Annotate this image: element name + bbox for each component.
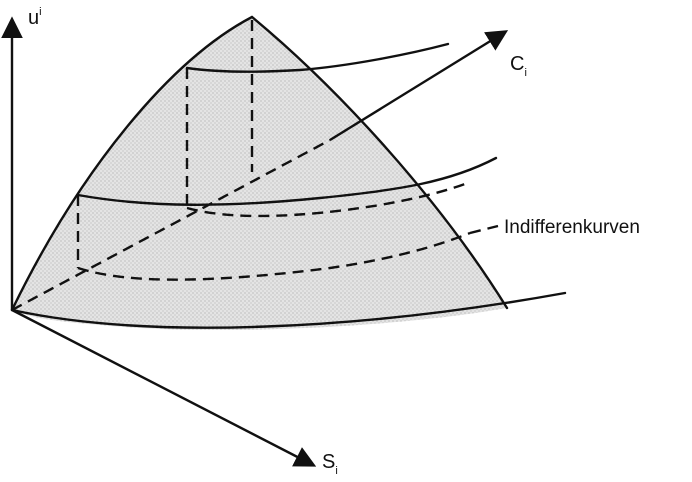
indifference-curves-label: Indifferenkurven	[504, 217, 640, 238]
indifference-label-leader	[469, 224, 499, 235]
indifference-curve-upper	[186, 180, 471, 218]
u-axis-label: ui	[28, 6, 42, 29]
surface-bottom-edge	[10, 291, 567, 329]
surface-left-edge	[10, 15, 254, 312]
s-axis-arrow	[11, 308, 317, 467]
middle-level-curve	[76, 156, 498, 206]
surface-right-edge	[250, 15, 509, 310]
s-axis-label: Si	[322, 451, 338, 477]
upper-level-curve	[185, 42, 450, 73]
indifference-curve-lower	[77, 231, 471, 281]
c-axis-solid	[329, 30, 509, 142]
c-axis-dashed	[11, 138, 331, 312]
utility-surface	[12, 17, 507, 330]
c-axis-label: Ci	[510, 53, 527, 79]
